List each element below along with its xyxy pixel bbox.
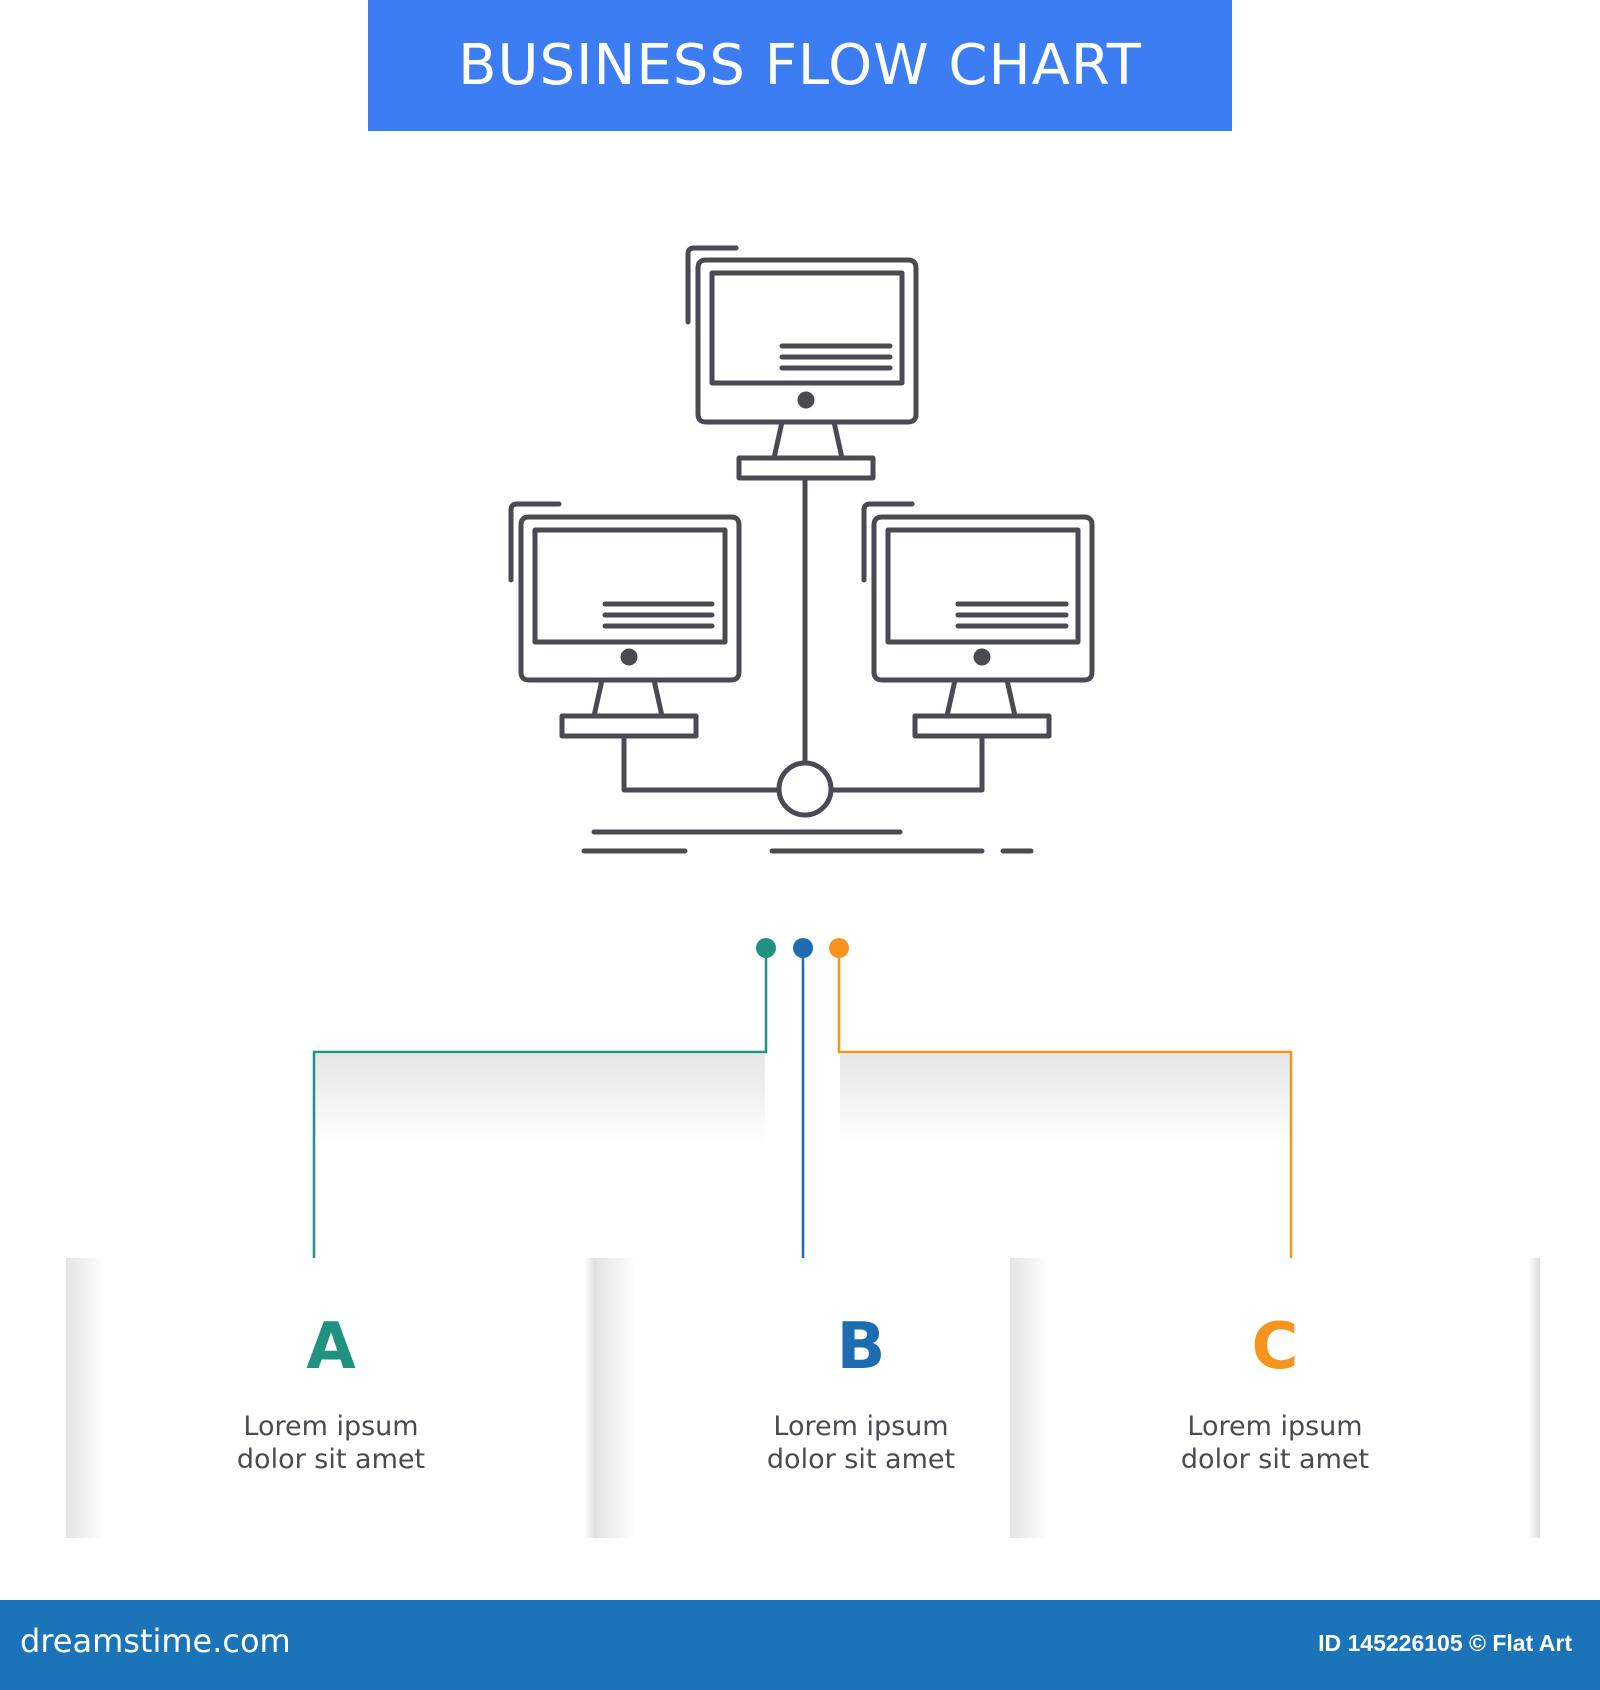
- step-text: Lorem ipsum dolor sit amet: [66, 1410, 596, 1476]
- footer-bar: dreamstime.com ID 145226105 © Flat Art: [0, 1600, 1600, 1690]
- left-computer-icon: [508, 501, 742, 739]
- branch-a-connector: [312, 948, 768, 1274]
- step-text-line2: dolor sit amet: [766, 1444, 956, 1475]
- step-text-line1: Lorem ipsum: [1187, 1411, 1363, 1442]
- step-text-line2: dolor sit amet: [1180, 1444, 1370, 1475]
- step-text-line2: dolor sit amet: [236, 1444, 426, 1475]
- step-card-c: C Lorem ipsum dolor sit amet: [1010, 1258, 1540, 1538]
- footer-brand-logo[interactable]: dreamstime.com: [20, 1622, 291, 1660]
- step-letter: B: [836, 1310, 886, 1384]
- step-text: Lorem ipsum dolor sit amet: [596, 1410, 1126, 1476]
- step-text: Lorem ipsum dolor sit amet: [1010, 1410, 1540, 1476]
- branch-c-dot: [829, 938, 849, 958]
- step-text-line1: Lorem ipsum: [773, 1411, 949, 1442]
- connector-shadow-left: [315, 1054, 765, 1144]
- title-banner: BUSINESS FLOW CHART: [368, 0, 1232, 131]
- branch-b-dot: [793, 938, 813, 958]
- branch-a-dot: [756, 938, 776, 958]
- step-letter: A: [306, 1310, 356, 1384]
- network-computers-icon: [508, 245, 1095, 854]
- network-connection-lines: [581, 475, 1034, 854]
- right-computer-icon: [861, 501, 1095, 739]
- step-text-line1: Lorem ipsum: [243, 1411, 419, 1442]
- footer-image-id: ID 145226105 © Flat Art: [1318, 1630, 1572, 1656]
- step-letter: C: [1251, 1310, 1299, 1384]
- connector-shadow-right: [840, 1054, 1290, 1144]
- top-computer-icon: [685, 245, 919, 481]
- step-card-a: A Lorem ipsum dolor sit amet: [66, 1258, 596, 1538]
- page-title: BUSINESS FLOW CHART: [458, 33, 1142, 98]
- branch-c-connector: [837, 948, 1293, 1274]
